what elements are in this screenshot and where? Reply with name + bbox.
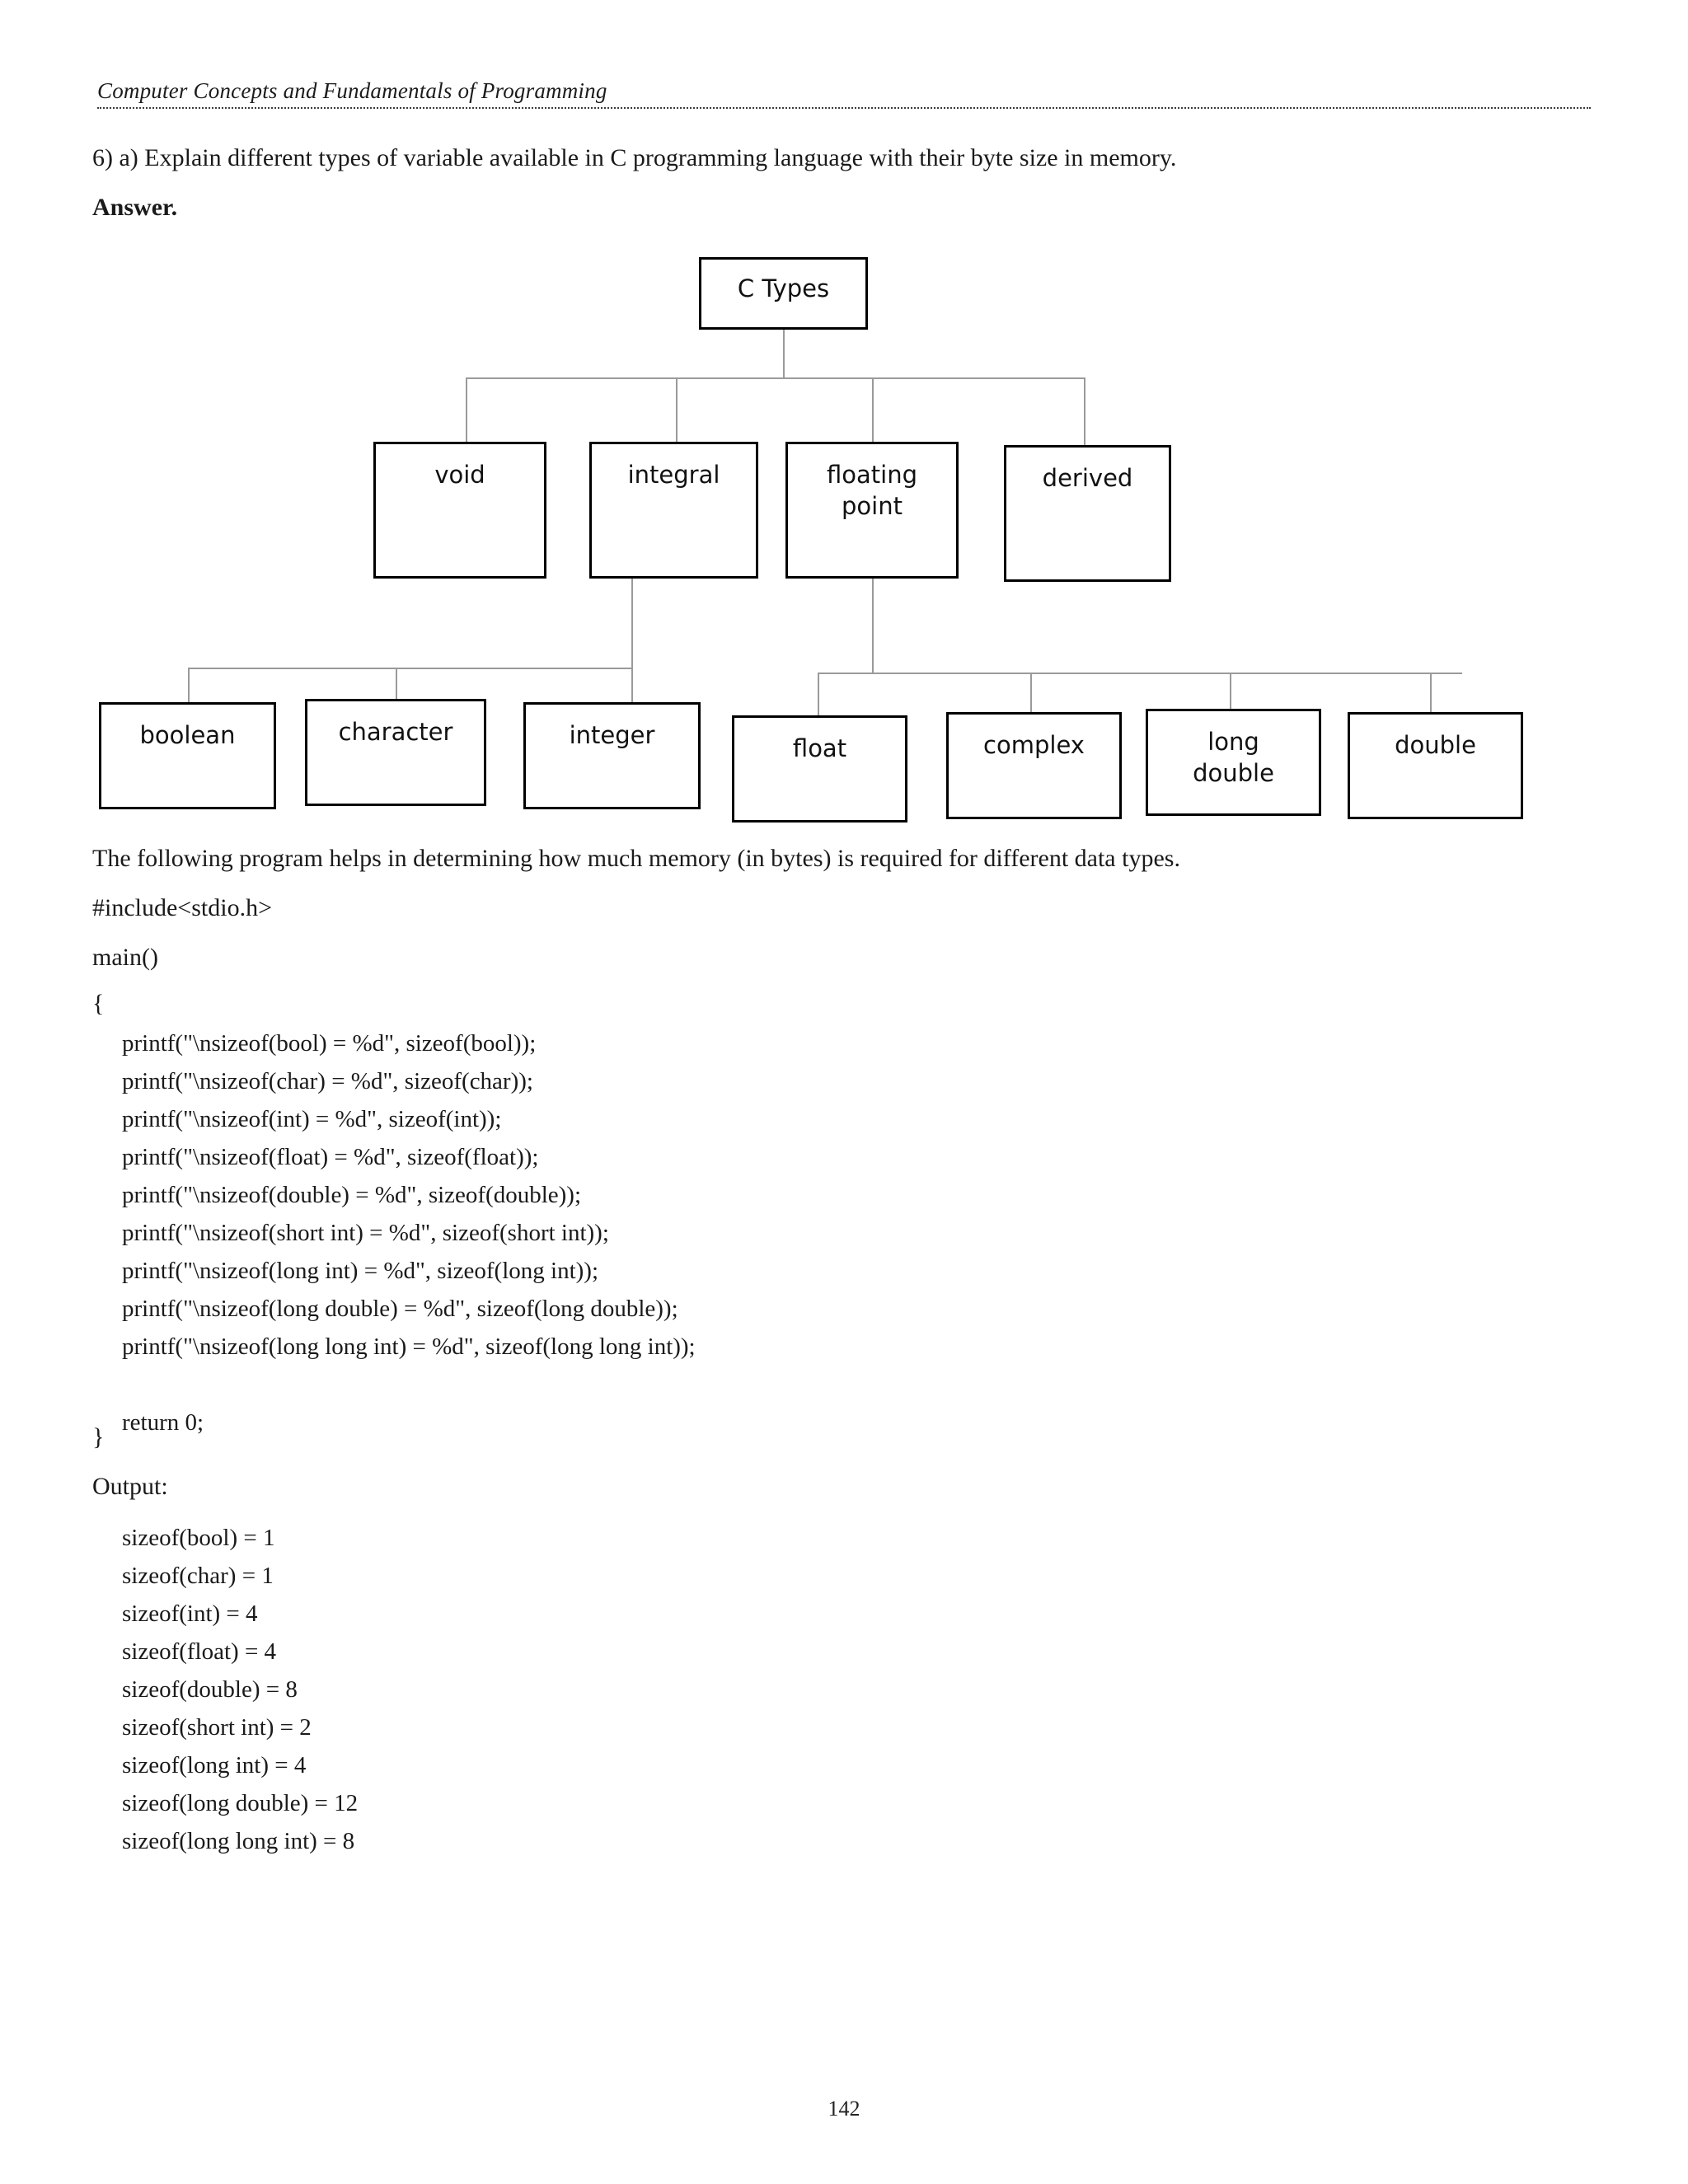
diagram-node-complex: complex bbox=[946, 712, 1122, 819]
code-line: printf("\nsizeof(short int) = %d", sizeo… bbox=[122, 1220, 609, 1246]
intro-text: The following program helps in determini… bbox=[92, 845, 1180, 872]
diagram-node-void: void bbox=[373, 442, 546, 579]
connector-integral-stem bbox=[631, 579, 633, 668]
connector-drop-long-double bbox=[1230, 673, 1231, 709]
header-title: Computer Concepts and Fundamentals of Pr… bbox=[97, 78, 607, 103]
diagram-node-label: integral bbox=[627, 461, 720, 489]
return-statement: return 0; bbox=[122, 1409, 204, 1436]
diagram-node-boolean: boolean bbox=[99, 702, 276, 809]
diagram-node-label: complex bbox=[983, 731, 1085, 759]
question-text: 6) a) Explain different types of variabl… bbox=[92, 144, 1177, 171]
connector-drop-integer bbox=[631, 668, 633, 702]
diagram-node-integer: integer bbox=[523, 702, 701, 809]
output-line: sizeof(long double) = 12 bbox=[122, 1790, 359, 1816]
diagram-node-label: derived bbox=[1042, 464, 1133, 492]
connector-drop-derived bbox=[1084, 377, 1085, 445]
running-header: Computer Concepts and Fundamentals of Pr… bbox=[97, 78, 1591, 109]
output-line: sizeof(char) = 1 bbox=[122, 1563, 274, 1589]
diagram-node-label: C Types bbox=[737, 274, 830, 302]
output-line: sizeof(float) = 4 bbox=[122, 1638, 277, 1665]
main-declaration: main() bbox=[92, 944, 158, 971]
connector-drop-float bbox=[818, 673, 819, 715]
output-line: sizeof(short int) = 2 bbox=[122, 1714, 312, 1741]
output-line: sizeof(bool) = 1 bbox=[122, 1525, 275, 1551]
diagram-node-float: float bbox=[732, 715, 907, 823]
diagram-node-label: void bbox=[434, 461, 485, 489]
close-brace: } bbox=[92, 1423, 105, 1451]
include-directive: #include<stdio.h> bbox=[92, 894, 272, 921]
connector-drop-boolean bbox=[188, 668, 190, 702]
code-line: printf("\nsizeof(float) = %d", sizeof(fl… bbox=[122, 1144, 539, 1170]
header-rule bbox=[97, 106, 1591, 109]
answer-label: Answer. bbox=[92, 194, 178, 221]
connector-drop-void bbox=[466, 377, 467, 442]
connector-floating-bus bbox=[818, 673, 1462, 674]
diagram-node-character: character bbox=[305, 699, 486, 806]
code-line: printf("\nsizeof(double) = %d", sizeof(d… bbox=[122, 1182, 582, 1208]
program-body: printf("\nsizeof(bool) = %d", sizeof(boo… bbox=[122, 1032, 696, 1449]
output-listing: sizeof(bool) = 1 sizeof(char) = 1 sizeof… bbox=[122, 1526, 358, 1868]
code-line: printf("\nsizeof(bool) = %d", sizeof(boo… bbox=[122, 1030, 537, 1057]
diagram-node-label: boolean bbox=[139, 721, 236, 749]
page-number: 142 bbox=[828, 2097, 860, 2121]
diagram-node-floating-point: floating point bbox=[785, 442, 959, 579]
connector-integral-bus bbox=[188, 668, 633, 669]
diagram-node-integral: integral bbox=[589, 442, 758, 579]
code-line: printf("\nsizeof(int) = %d", sizeof(int)… bbox=[122, 1106, 502, 1132]
code-line: printf("\nsizeof(long long int) = %d", s… bbox=[122, 1333, 696, 1360]
diagram-node-c-types: C Types bbox=[699, 257, 868, 330]
code-blank-line bbox=[122, 1373, 696, 1411]
diagram-node-label: double bbox=[1395, 731, 1476, 759]
diagram-node-label: long double bbox=[1193, 728, 1274, 788]
open-brace: { bbox=[92, 990, 105, 1017]
connector-floating-stem bbox=[872, 579, 874, 673]
connector-drop-character bbox=[396, 668, 397, 699]
connector-drop-double bbox=[1430, 673, 1432, 712]
connector-root-stem bbox=[783, 330, 785, 377]
diagram-node-label: integer bbox=[569, 721, 655, 749]
connector-drop-floating-point bbox=[872, 377, 874, 442]
code-line: printf("\nsizeof(long double) = %d", siz… bbox=[122, 1296, 678, 1322]
connector-drop-integral bbox=[676, 377, 678, 442]
diagram-node-long-double: long double bbox=[1146, 709, 1321, 816]
output-line: sizeof(double) = 8 bbox=[122, 1676, 298, 1703]
output-line: sizeof(long int) = 4 bbox=[122, 1752, 307, 1779]
c-types-diagram: C Types void integral floating point der… bbox=[0, 239, 1688, 823]
output-line: sizeof(long long int) = 8 bbox=[122, 1828, 355, 1854]
code-line: printf("\nsizeof(char) = %d", sizeof(cha… bbox=[122, 1068, 533, 1094]
output-label: Output: bbox=[92, 1473, 168, 1500]
connector-level2-bus bbox=[466, 377, 1084, 379]
diagram-node-label: floating point bbox=[827, 461, 917, 521]
diagram-node-label: float bbox=[792, 734, 847, 762]
code-line: printf("\nsizeof(long int) = %d", sizeof… bbox=[122, 1258, 599, 1284]
diagram-node-derived: derived bbox=[1004, 445, 1171, 582]
connector-drop-complex bbox=[1030, 673, 1032, 712]
diagram-node-double: double bbox=[1348, 712, 1523, 819]
output-line: sizeof(int) = 4 bbox=[122, 1601, 258, 1627]
diagram-node-label: character bbox=[338, 718, 453, 746]
